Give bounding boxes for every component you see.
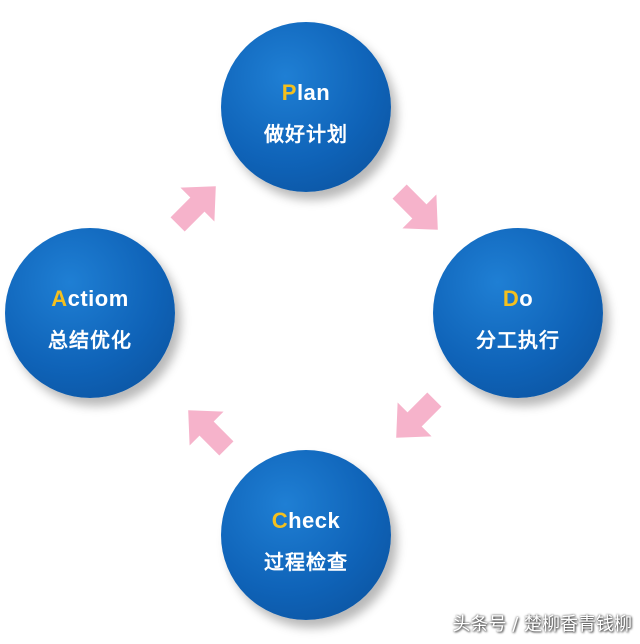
arrow-check-to-action-icon (176, 398, 240, 462)
node-do-title-rest: o (519, 286, 534, 311)
node-action-title-rest: ctiom (67, 286, 129, 311)
node-plan-initial: P (281, 80, 297, 105)
watermark: 头条号 / 楚柳香青钱柳 (452, 614, 632, 635)
node-plan-title-rest: lan (296, 80, 331, 105)
arrow-do-to-check-icon (384, 386, 448, 450)
arrow-do-to-check-svg (396, 392, 442, 438)
node-check-initial: C (271, 508, 289, 533)
node-plan-title: Plan (221, 80, 391, 106)
node-action-initial: A (51, 286, 68, 311)
node-plan-subtitle: 做好计划 (264, 122, 348, 146)
arrow-check-to-action-svg (188, 410, 234, 456)
node-check-title: Check (221, 508, 391, 534)
node-plan: Plan 做好计划 (221, 22, 391, 192)
arrow-do-to-check-shape (396, 392, 442, 438)
node-action-title: Actiom (5, 286, 175, 312)
arrow-check-to-action-shape (188, 410, 234, 456)
arrow-action-to-plan-shape (170, 186, 216, 232)
node-do-title: Do (433, 286, 603, 312)
node-action-subtitle: 总结优化 (48, 328, 132, 352)
arrow-action-to-plan-svg (170, 186, 216, 232)
node-do-subtitle: 分工执行 (476, 328, 560, 352)
node-check-subtitle: 过程检查 (264, 550, 348, 574)
arrow-plan-to-do-icon (386, 178, 450, 242)
node-check: Check 过程检查 (221, 450, 391, 620)
node-do-initial: D (502, 286, 520, 311)
node-action: Actiom 总结优化 (5, 228, 175, 398)
arrow-action-to-plan-icon (164, 174, 228, 238)
node-check-title-rest: heck (288, 508, 341, 533)
arrow-plan-to-do-shape (392, 184, 438, 230)
arrow-plan-to-do-svg (392, 184, 438, 230)
node-do: Do 分工执行 (433, 228, 603, 398)
